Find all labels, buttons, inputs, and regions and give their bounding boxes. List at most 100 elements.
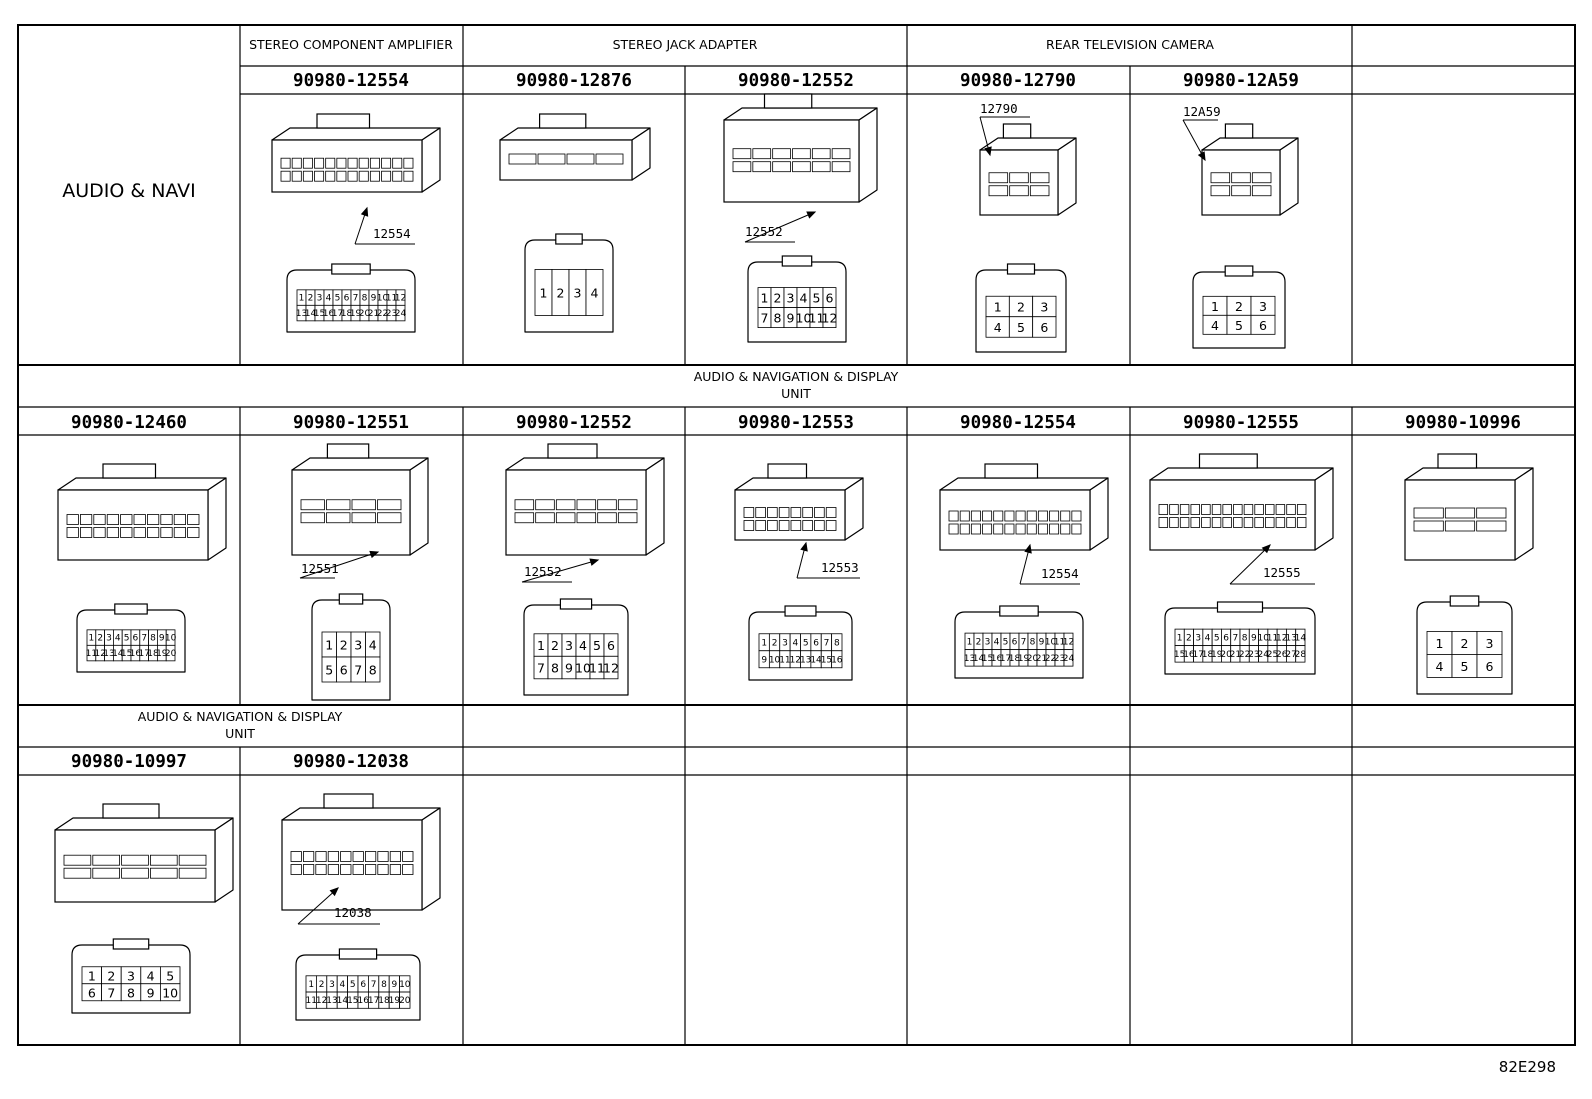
- pin-number: 7: [824, 638, 830, 648]
- pin-number: 3: [1259, 299, 1267, 314]
- cavity: [106, 514, 119, 525]
- cavity: [364, 851, 377, 862]
- connector-front: [54, 829, 216, 903]
- cavity: [1009, 172, 1029, 184]
- cavity: [340, 864, 352, 875]
- cavity: [377, 512, 402, 524]
- connector-latch: [984, 463, 1039, 479]
- pin-lock: [112, 938, 150, 950]
- pin-number: 14: [973, 654, 985, 664]
- connector-top: [505, 457, 665, 471]
- pin-number: 20: [1220, 650, 1232, 660]
- callout-arrow: [800, 541, 808, 552]
- pin-number: 15: [1174, 650, 1185, 660]
- connector-latch: [767, 463, 808, 479]
- cavity: [392, 170, 403, 182]
- pin-number: 5: [124, 634, 130, 644]
- cavity: [291, 170, 302, 182]
- cavity: [597, 512, 617, 524]
- pin-number: 17: [332, 309, 343, 319]
- cavity: [302, 157, 313, 169]
- pin-number: 16: [831, 655, 843, 665]
- pin-number: 4: [800, 291, 808, 306]
- cavity: [389, 851, 402, 862]
- cavity: [1265, 504, 1275, 515]
- pin-cell: [165, 644, 176, 662]
- cavity: [1231, 172, 1251, 184]
- pin-number: 3: [782, 638, 788, 648]
- cavity: [1413, 507, 1444, 519]
- cavity: [1286, 517, 1296, 528]
- callout-label: 12038: [334, 905, 372, 920]
- pin-number: 5: [1235, 318, 1243, 333]
- pin-number: 2: [1461, 636, 1469, 651]
- connector-latch: [326, 443, 370, 459]
- pin-number: 14: [305, 309, 317, 319]
- cavity: [300, 512, 325, 524]
- pin-number: 16: [991, 654, 1003, 664]
- callout-arrow: [360, 206, 369, 217]
- pin-number: 5: [1461, 659, 1469, 674]
- cavity: [811, 148, 831, 160]
- header-audio-navigation-display-unit: AUDIO & NAVIGATION & DISPLAY: [138, 709, 343, 724]
- cavity: [133, 514, 146, 525]
- cavity: [1243, 504, 1254, 515]
- pin-number: 3: [127, 968, 135, 983]
- pin-number: 3: [787, 291, 795, 306]
- pin-number: 18: [147, 649, 159, 659]
- cavity: [1222, 517, 1232, 528]
- pin-number: 2: [774, 291, 782, 306]
- pin-number: 5: [325, 663, 333, 678]
- pin-number: 8: [774, 311, 782, 326]
- pin-cell: [1250, 314, 1276, 335]
- cavity: [392, 157, 403, 169]
- cavity: [1015, 523, 1026, 535]
- connector-side: [421, 127, 441, 193]
- pin-number: 9: [1251, 633, 1257, 643]
- pin-number: 19: [1018, 654, 1030, 664]
- cavity: [173, 514, 186, 525]
- cavity: [315, 851, 327, 862]
- pin-number: 2: [308, 294, 314, 304]
- cavity: [1275, 517, 1286, 528]
- pin-number: 6: [1012, 637, 1018, 647]
- connector-90980-10996: [1404, 453, 1534, 561]
- connector-90980-12876: [499, 113, 651, 181]
- cavity: [752, 148, 772, 160]
- connector-top: [499, 127, 651, 141]
- pin-number: 7: [354, 663, 362, 678]
- cavity: [514, 512, 535, 524]
- connector-front: [723, 119, 860, 203]
- pin-number: 12: [790, 655, 801, 665]
- pin-lock: [114, 603, 148, 615]
- pin-number: 10: [575, 661, 591, 676]
- cavity: [1254, 504, 1264, 515]
- cavity: [1060, 523, 1071, 535]
- pin-number: 11: [386, 294, 397, 304]
- pin-number: 14: [112, 649, 124, 659]
- cavity: [326, 512, 351, 524]
- pin-number: 6: [826, 291, 834, 306]
- pin-number: 1: [967, 637, 973, 647]
- connector-latch: [323, 793, 374, 809]
- cavity: [302, 851, 315, 862]
- pin-lock: [555, 233, 583, 245]
- pin-number: 13: [326, 996, 337, 1006]
- cavity: [1201, 517, 1211, 528]
- pin-number: 23: [1248, 650, 1259, 660]
- callout-label: 12552: [745, 224, 783, 239]
- pin-lock: [1216, 601, 1264, 613]
- cavity: [302, 864, 315, 875]
- pin-number: 6: [1486, 659, 1494, 674]
- cavity: [825, 507, 837, 518]
- connector-latch: [1002, 123, 1032, 139]
- cavity: [617, 512, 638, 524]
- connector-90980-12554: [271, 113, 441, 193]
- cavity: [743, 507, 755, 518]
- pin-number: 6: [340, 663, 348, 678]
- cavity: [566, 153, 595, 165]
- cavity: [280, 170, 291, 182]
- connector-top: [1404, 467, 1534, 481]
